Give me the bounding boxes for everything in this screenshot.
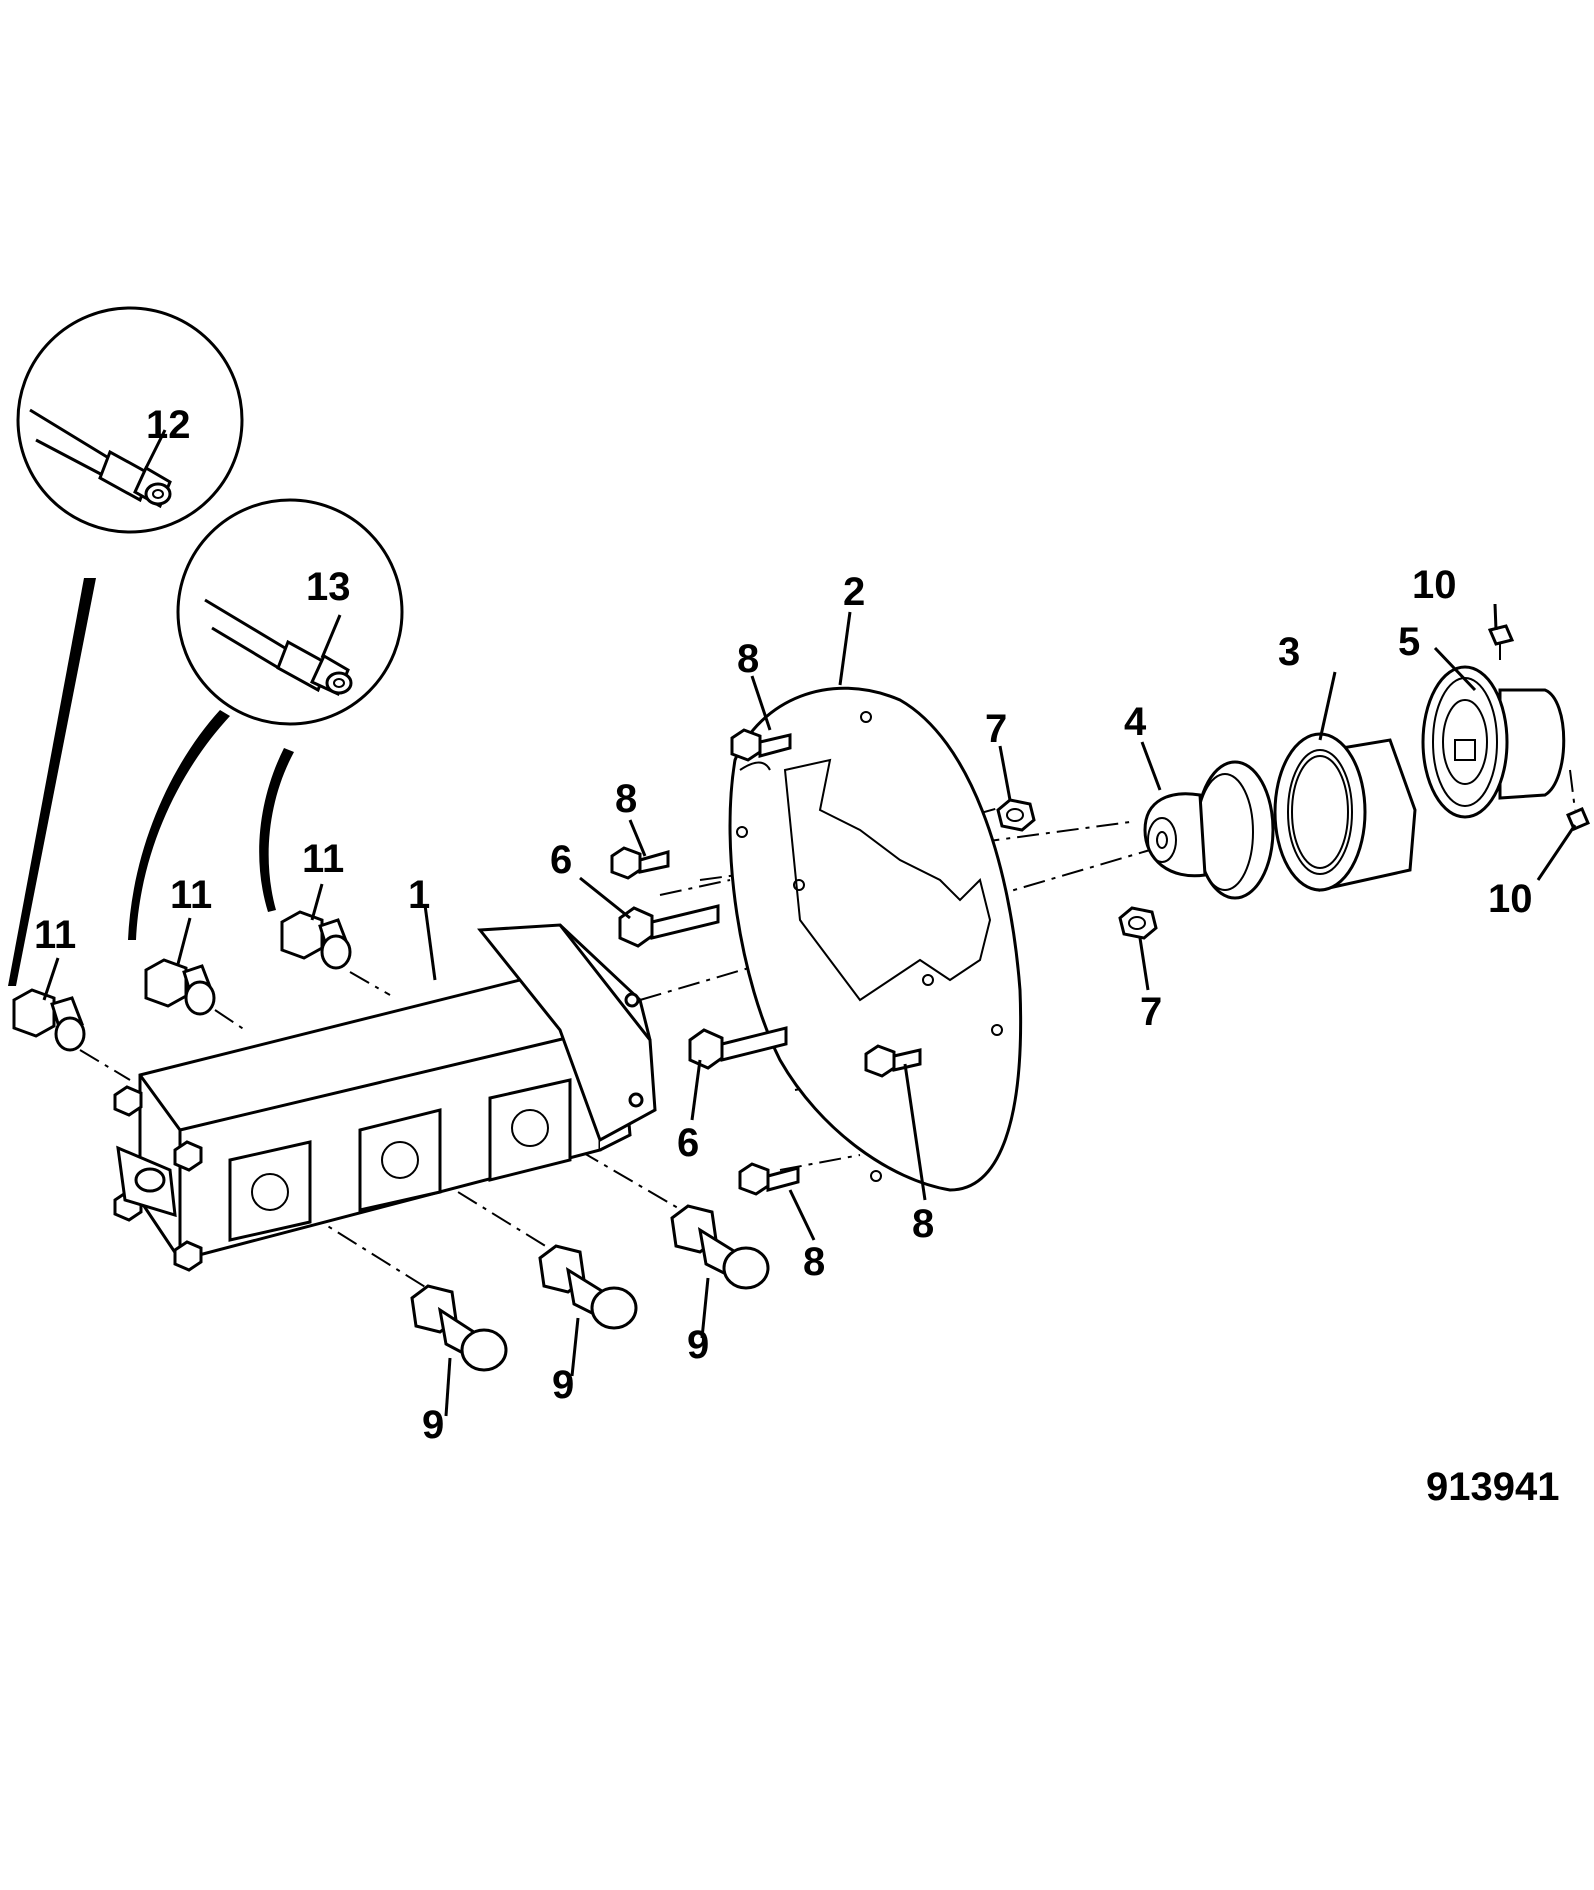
leader-lines (42, 603, 1577, 1417)
callout-bolt-8-lower-left: 8 (912, 1202, 934, 1246)
figure-number: 913941 (1426, 1465, 1559, 1509)
bolt-8-upper-left (610, 846, 670, 880)
callout-bolt-6-lower: 6 (677, 1121, 699, 1165)
callout-bolt-8-lower-mid: 8 (803, 1240, 825, 1284)
callout-bolt-8-top: 8 (737, 637, 759, 681)
callout-fitting-9-b: 9 (552, 1363, 574, 1407)
coupling-sleeve (1273, 732, 1417, 892)
callout-hose-13: 13 (306, 565, 351, 609)
callout-adapter-plate: 2 (843, 570, 865, 614)
callout-fitting-9-a: 9 (422, 1403, 444, 1447)
callout-hose-12: 12 (146, 403, 191, 447)
fitting-9-b (538, 1244, 638, 1330)
callout-set-screw-10-top: 10 (1412, 563, 1457, 607)
detail-circle-hose-12 (16, 306, 244, 534)
adapter-plate (728, 686, 1023, 1192)
fitting-11-b (144, 958, 216, 1016)
callout-fitting-11-c: 11 (302, 837, 344, 881)
callout-pump-coupling-half: 4 (1124, 700, 1147, 744)
callout-nut-7-lower: 7 (1140, 990, 1162, 1034)
set-screw-10-top (1487, 624, 1515, 646)
fitting-11-a (12, 988, 86, 1052)
callout-fitting-11-b: 11 (170, 873, 212, 917)
callout-coupling-sleeve: 3 (1278, 630, 1300, 674)
set-screw-10-bottom (1566, 807, 1590, 831)
detail-circle-hose-13 (176, 498, 404, 726)
bolt-8-lower-left (738, 1162, 800, 1196)
callout-set-screw-10-bottom: 10 (1488, 877, 1533, 921)
bolt-8-lower-mid (864, 1044, 922, 1078)
callout-fitting-9-c: 9 (687, 1323, 709, 1367)
nut-7-lower (1118, 906, 1158, 940)
fitting-9-c (670, 1204, 770, 1290)
callout-bolt-6-upper: 6 (550, 838, 572, 882)
nut-7-upper (996, 798, 1036, 832)
fitting-11-c (280, 910, 352, 970)
pump-coupling-half (1143, 760, 1275, 900)
detail-pointer-13b (259, 748, 294, 912)
gear-pump (113, 923, 657, 1272)
callout-bolt-8-upper-left: 8 (615, 777, 637, 821)
callout-nut-7-upper: 7 (985, 707, 1007, 751)
detail-pointer-12 (8, 578, 96, 986)
bolt-6-lower (688, 1026, 788, 1070)
callout-pump: 1 (408, 873, 430, 917)
bolt-6-upper (618, 904, 720, 948)
callout-engine-coupling-half: 5 (1398, 620, 1420, 664)
engine-coupling-half (1421, 665, 1566, 819)
fitting-9-a (410, 1284, 508, 1372)
callout-fitting-11-a: 11 (34, 913, 76, 957)
bolt-8-top (730, 728, 792, 762)
